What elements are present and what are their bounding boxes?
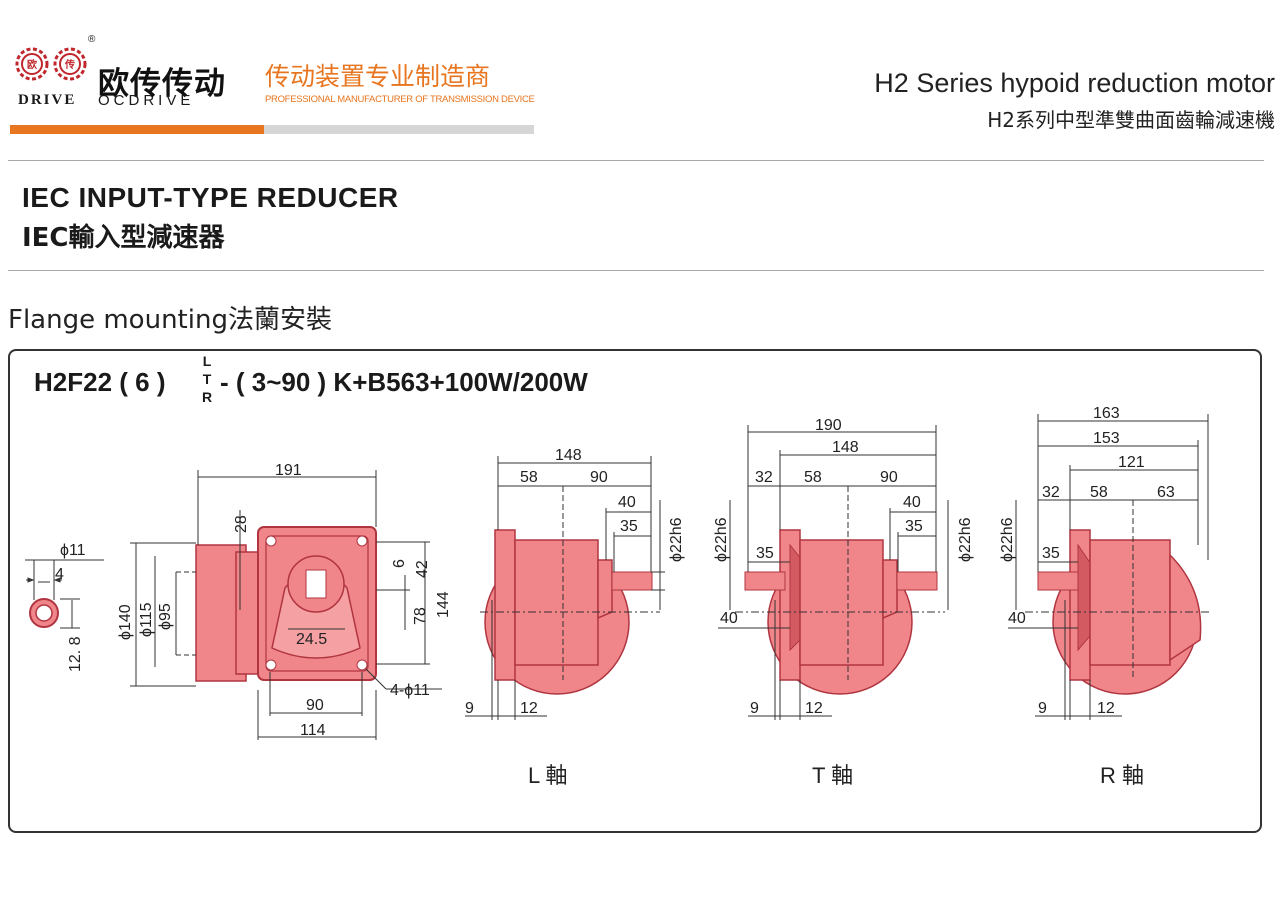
- logo-seal-right: 传: [64, 58, 75, 71]
- divider: [8, 160, 1264, 161]
- view-label-l: L 軸: [528, 763, 568, 788]
- dim-front-24-5: 24.5: [296, 631, 327, 648]
- dim-t-35b: 35: [756, 545, 774, 562]
- option-r: R: [201, 389, 213, 405]
- dim-r-63: 63: [1157, 484, 1175, 501]
- logo-seal-left: 欧: [27, 58, 37, 71]
- dim-r-163: 163: [1093, 405, 1120, 422]
- dim-r-9: 9: [1038, 700, 1047, 717]
- dim-front-114: 114: [300, 722, 326, 739]
- header-accent-bar: [10, 125, 264, 134]
- dim-front-d140: ϕ140: [117, 604, 134, 640]
- dim-front-d95: ϕ95: [157, 603, 174, 630]
- dim-front-d115: ϕ115: [138, 602, 155, 637]
- option-t: T: [202, 371, 212, 387]
- dim-t-32: 32: [755, 469, 773, 486]
- dim-front-28: 28: [233, 515, 250, 533]
- mount-hole: [356, 659, 368, 671]
- dim-l-35: 35: [620, 518, 638, 535]
- mount-hole: [265, 659, 277, 671]
- dim-t-40a: 40: [903, 494, 921, 511]
- shaft-end-detail: [25, 559, 104, 629]
- dim-front-144: 144: [435, 591, 452, 618]
- view-label-r: R 軸: [1100, 763, 1144, 788]
- dim-t-35a: 35: [905, 518, 923, 535]
- model-code-suffix: - ( 3~90 ) K+B563+100W/200W: [220, 367, 588, 397]
- dim-t-shaft-right: ϕ22h6: [957, 517, 974, 562]
- dim-t-40b: 40: [720, 610, 738, 627]
- dim-t-12: 12: [805, 700, 823, 717]
- dim-key-width: 4: [55, 566, 64, 583]
- dim-t-58: 58: [804, 469, 822, 486]
- drawing-frame: [8, 349, 1262, 833]
- model-shaft-options: L T R: [198, 352, 216, 406]
- dim-key-depth: 12. 8: [67, 636, 84, 672]
- dim-t-190: 190: [815, 417, 842, 434]
- slogan-en: PROFESSIONAL MANUFACTURER OF TRANSMISSIO…: [265, 94, 535, 105]
- dim-l-9: 9: [465, 700, 474, 717]
- dim-front-42: 42: [414, 560, 431, 578]
- dim-shaft-dia: ϕ11: [60, 542, 86, 559]
- registered-mark: ®: [88, 34, 96, 45]
- t-shaft-view: [718, 425, 949, 720]
- section-title-en: IEC INPUT-TYPE REDUCER: [22, 182, 399, 213]
- brand-name-en-a: DRIVE: [18, 92, 77, 108]
- view-label-t: T 軸: [812, 763, 853, 788]
- dim-t-90: 90: [880, 469, 898, 486]
- dim-r-153: 153: [1093, 430, 1120, 447]
- dim-front-78: 78: [412, 607, 429, 625]
- front-view: [130, 470, 442, 740]
- dim-r-shaft: ϕ22h6: [999, 517, 1016, 562]
- brand-name-en-b: OCDRIVE: [98, 92, 195, 109]
- l-shaft-view: [465, 456, 665, 720]
- slogan-cn: 传动装置专业制造商: [265, 62, 491, 91]
- model-code-prefix: H2F22 ( 6 ): [34, 367, 166, 397]
- dim-r-58: 58: [1090, 484, 1108, 501]
- series-title-en: H2 Series hypoid reduction motor: [874, 68, 1275, 98]
- dim-front-holes: 4-ϕ11: [390, 682, 430, 699]
- divider: [8, 270, 1264, 271]
- dim-t-148: 148: [832, 439, 859, 456]
- section-title-cn: IEC輸入型減速器: [22, 223, 225, 253]
- dim-l-148: 148: [555, 447, 582, 464]
- dim-t-9: 9: [750, 700, 759, 717]
- dim-r-121: 121: [1118, 454, 1145, 471]
- dim-l-58: 58: [520, 469, 538, 486]
- dim-front-90: 90: [306, 697, 324, 714]
- dim-l-shaft: ϕ22h6: [668, 517, 685, 562]
- r-shaft-view: [1008, 414, 1210, 720]
- mounting-type-label: Flange mounting法蘭安裝: [8, 305, 332, 335]
- dim-t-shaft-left: ϕ22h6: [713, 517, 730, 562]
- dim-l-40: 40: [618, 494, 636, 511]
- brand-name-cn: 欧传传动: [98, 66, 226, 102]
- dim-l-90: 90: [590, 469, 608, 486]
- dim-front-6: 6: [391, 559, 408, 568]
- dim-front-191: 191: [275, 462, 302, 479]
- brand-logo-icon: 欧 传: [15, 47, 87, 81]
- dim-r-32: 32: [1042, 484, 1060, 501]
- dim-r-12: 12: [1097, 700, 1115, 717]
- dim-r-35: 35: [1042, 545, 1060, 562]
- dim-r-40: 40: [1008, 610, 1026, 627]
- dim-l-12: 12: [520, 700, 538, 717]
- option-l: L: [202, 353, 212, 369]
- series-title-cn: H2系列中型準雙曲面齒輪減速機: [987, 108, 1275, 132]
- header-gray-bar: [264, 125, 534, 134]
